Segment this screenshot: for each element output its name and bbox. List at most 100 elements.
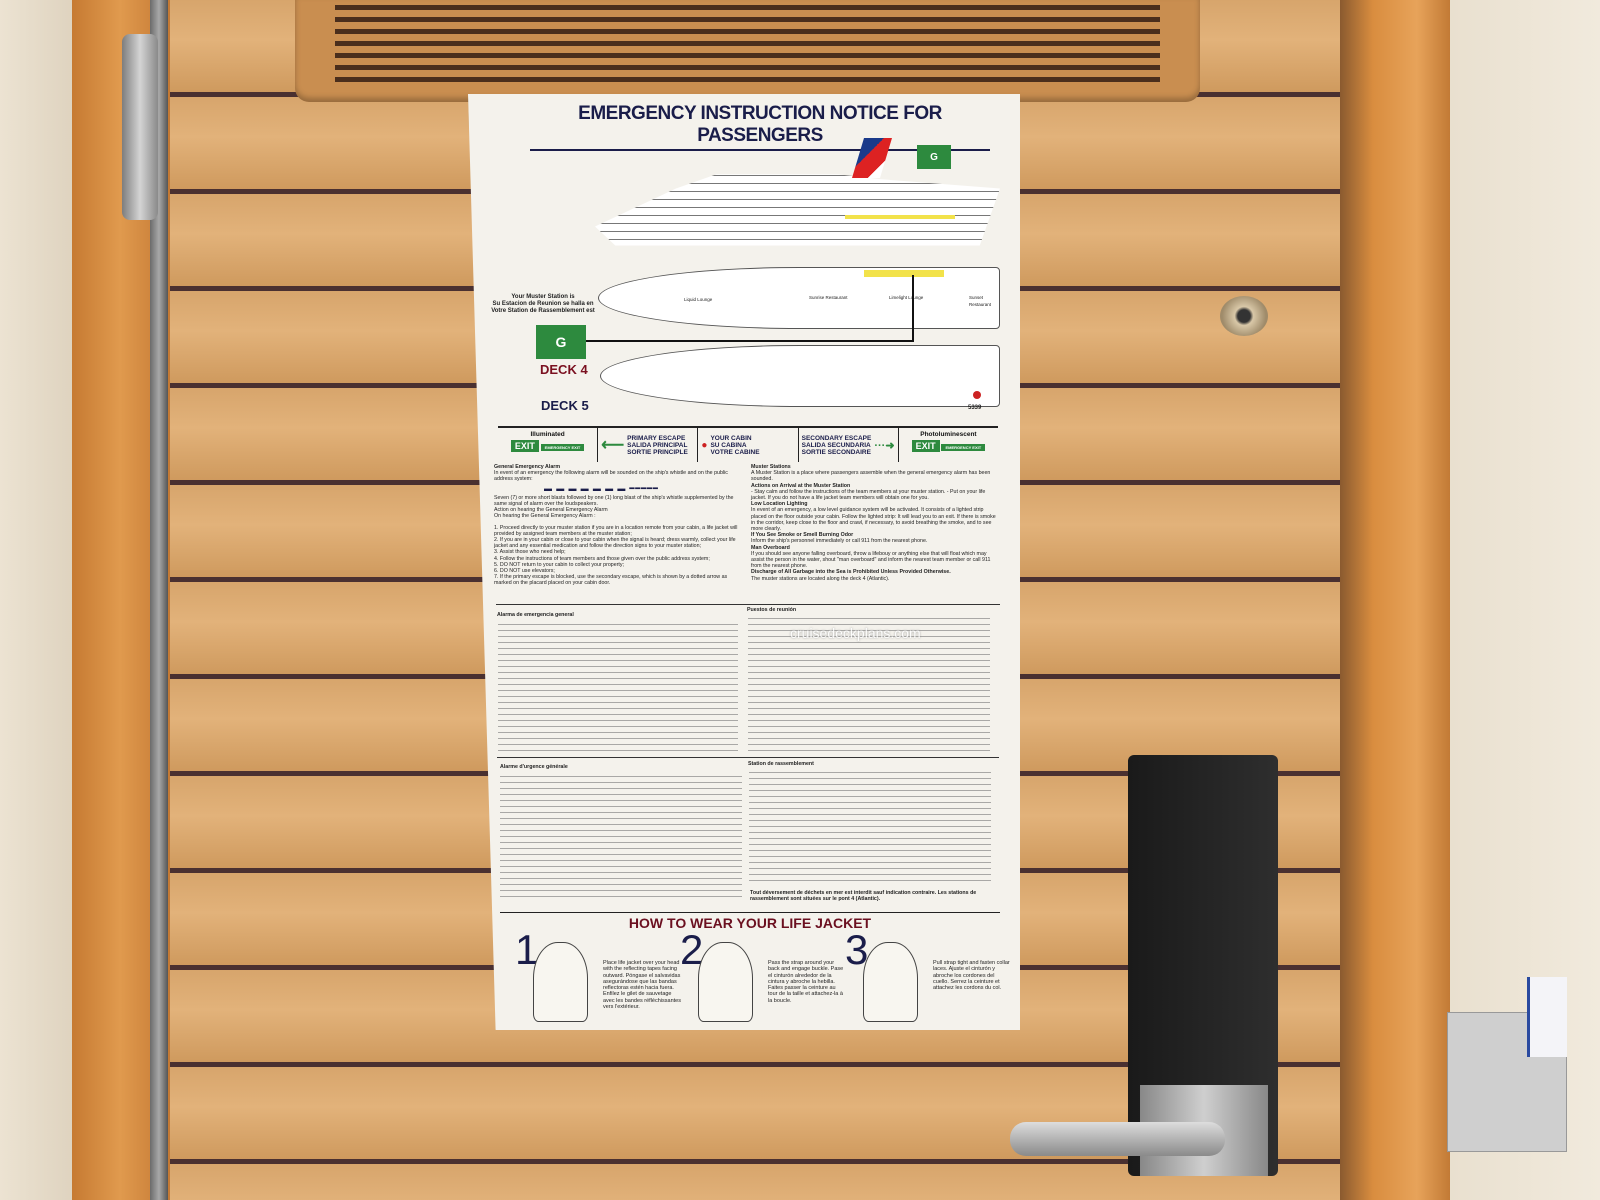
- door-handle[interactable]: [1010, 1122, 1225, 1156]
- paragraph: The muster stations are located along th…: [751, 575, 890, 582]
- muster-area-highlight: [864, 270, 944, 277]
- paragraph: Seven (7) or more short blasts followed …: [494, 494, 734, 508]
- step-text: Pass the strap around your back and enga…: [768, 960, 844, 1004]
- deck4-label: DECK 4: [540, 362, 588, 377]
- door-vent: [295, 0, 1200, 102]
- heading: If You See Smoke or Smell Burning Odor: [751, 532, 854, 539]
- person-lifejacket-illustration: [533, 942, 588, 1022]
- legend-label: Illuminated: [530, 431, 565, 438]
- step-number: 2: [680, 926, 704, 973]
- vent-slats: [335, 5, 1160, 85]
- muster-station-label: Your Muster Station is Su Estacion de Re…: [488, 294, 598, 315]
- person-lifejacket-illustration: [863, 942, 918, 1022]
- step: 5. DO NOT return to your cabin to collec…: [494, 561, 625, 568]
- exit-sign: EXIT: [510, 440, 539, 452]
- paragraph: If you should see anyone falling overboa…: [751, 550, 991, 570]
- legend-text: SALIDA PRINCIPAL: [627, 441, 688, 449]
- label-en: Your Muster Station is: [511, 294, 575, 300]
- spanish-text-block: [748, 614, 990, 754]
- dotted-arrow-icon: ···➜: [874, 439, 895, 452]
- door-hinge: [122, 34, 158, 220]
- paragraph: Inform the ship's personnel immediately …: [751, 538, 928, 545]
- heading: Discharge of All Garbage into the Sea is…: [751, 569, 951, 576]
- muster-pointer-line: [912, 275, 914, 342]
- step: 7. If the primary escape is blocked, use…: [494, 574, 728, 587]
- french-text-block: [749, 768, 991, 886]
- heading: Muster Stations: [751, 464, 791, 470]
- card-in-holder: [1527, 977, 1567, 1057]
- room-label: Liquid Lounge: [684, 297, 713, 302]
- room-label: Sunset Restaurant: [969, 295, 992, 307]
- french-text-block: [500, 772, 742, 902]
- alarm-signal: ▬ ▬ ▬ ▬ ▬ ▬ ▬ ━━━━━: [544, 483, 659, 493]
- label-fr: Votre Station de Rassemblement est: [491, 308, 595, 314]
- french-heading: Alarme d'urgence générale: [500, 764, 568, 770]
- muster-station-sign: G: [536, 325, 586, 359]
- exit-sign: EXIT: [911, 440, 940, 452]
- paragraph: A Muster Station is a place where passen…: [751, 470, 991, 483]
- room-label: Sunrise Restaurant: [809, 295, 848, 300]
- person-lifejacket-illustration: [698, 942, 753, 1022]
- heading: Man Overboard: [751, 544, 790, 551]
- deck5-plan: [600, 345, 1000, 407]
- emergency-exit-sign: EMERGENCY EXIT: [941, 444, 986, 451]
- divider: [497, 757, 999, 758]
- spanish-text-block: [498, 620, 738, 755]
- red-dot-icon: ●: [701, 439, 708, 451]
- heading: Low Location Lighting: [751, 501, 808, 508]
- your-cabin-marker: [973, 391, 981, 399]
- wall: [0, 0, 82, 1200]
- door-frame-right: [1340, 0, 1450, 1200]
- step-number: 3: [845, 926, 869, 973]
- cabin-number: 5339: [968, 405, 982, 411]
- peephole: [1220, 296, 1268, 336]
- paragraph: In event of an emergency the following a…: [494, 470, 728, 483]
- deck4-plan: Liquid Lounge Sunrise Restaurant Limelig…: [598, 267, 1000, 329]
- arrow-left-icon: ⟵: [601, 437, 625, 454]
- door-edge-strip: [150, 0, 168, 1200]
- muster-route-highlight: [845, 215, 955, 219]
- muster-pointer-line: [586, 340, 914, 342]
- step-text: Place life jacket over your head with th…: [603, 960, 681, 1011]
- watermark: cruisedeckplans.com: [790, 625, 921, 641]
- deck5-label: DECK 5: [541, 398, 589, 413]
- notice-title: EMERGENCY INSTRUCTION NOTICE FOR PASSENG…: [530, 103, 990, 151]
- label-es: Su Estacion de Reunion se halla en: [492, 301, 594, 307]
- legend-text: YOUR CABIN: [710, 434, 752, 442]
- paragraph: - Stay calm and follow the instructions …: [751, 488, 986, 502]
- wall: [1450, 0, 1600, 1200]
- spanish-heading: Alarma de emergencia general: [497, 612, 574, 618]
- step: 3. Assist those who need help;: [494, 549, 566, 556]
- legend-text: SU CABINA: [710, 441, 747, 449]
- legend-text: VOTRE CABINE: [710, 448, 760, 456]
- step: 6. DO NOT use elevators;: [494, 568, 555, 575]
- alarm-column: General Emergency Alarm In event of an e…: [494, 464, 743, 587]
- legend-text: PRIMARY ESCAPE: [627, 434, 686, 442]
- heading: Action on hearing the General Emergency …: [494, 507, 608, 514]
- legend-text: SORTIE PRINCIPLE: [627, 448, 688, 456]
- step-text: Pull strap tight and fasten collar laces…: [933, 960, 1010, 992]
- legend-text: SORTIE SECONDAIRE: [801, 448, 871, 456]
- step: 2. If you are in your cabin or close to …: [494, 537, 736, 550]
- step: 4. Follow the instructions of team membe…: [494, 555, 710, 562]
- step: 1. Proceed directly to your muster stati…: [494, 524, 738, 537]
- heading: Actions on Arrival at the Muster Station: [751, 482, 851, 489]
- muster-station-sign: G: [917, 145, 951, 169]
- lifejacket-title: HOW TO WEAR YOUR LIFE JACKET: [500, 912, 1000, 931]
- french-right-heading: Station de rassemblement: [748, 761, 814, 767]
- paragraph: In event of an emergency, a low level gu…: [751, 507, 996, 533]
- legend-text: SALIDA SECUNDARIA: [801, 441, 871, 449]
- spanish-right-heading: Puestos de reunión: [747, 607, 797, 613]
- legend-text: SECONDARY ESCAPE: [801, 434, 872, 442]
- french-footer: Tout déversement de déchets en mer est i…: [750, 890, 977, 903]
- step-number: 1: [515, 926, 539, 973]
